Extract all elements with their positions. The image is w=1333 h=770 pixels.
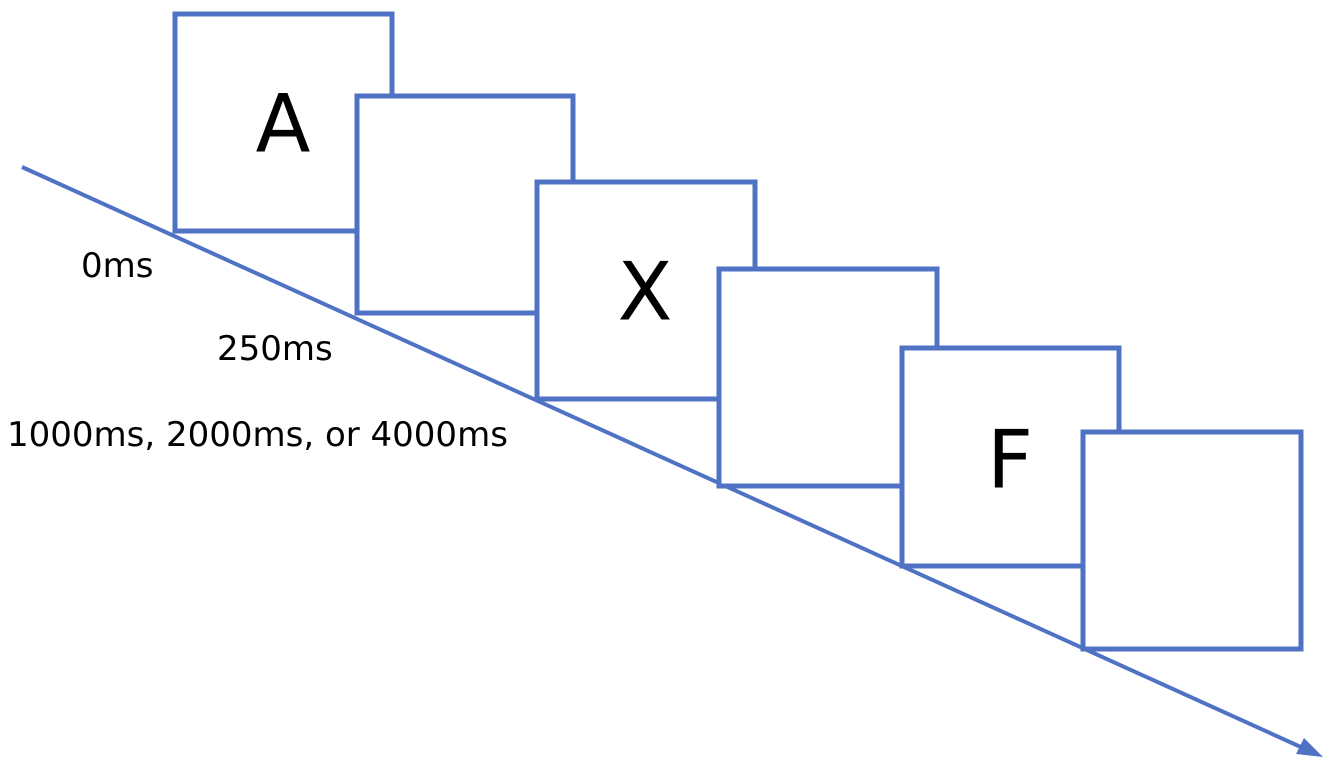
stimulus-letter-x: X <box>618 246 673 339</box>
label-stimulus-duration: 250ms <box>217 329 333 369</box>
frame-6-box <box>1080 429 1304 652</box>
timeline-arrowhead <box>1296 738 1323 757</box>
label-interval-options: 1000ms, 2000ms, or 4000ms <box>7 415 508 455</box>
label-onset-time: 0ms <box>81 246 153 286</box>
frame-6-blank <box>1080 429 1304 652</box>
stimulus-letter-a: A <box>256 78 311 171</box>
stimulus-letter-f: F <box>987 414 1033 507</box>
